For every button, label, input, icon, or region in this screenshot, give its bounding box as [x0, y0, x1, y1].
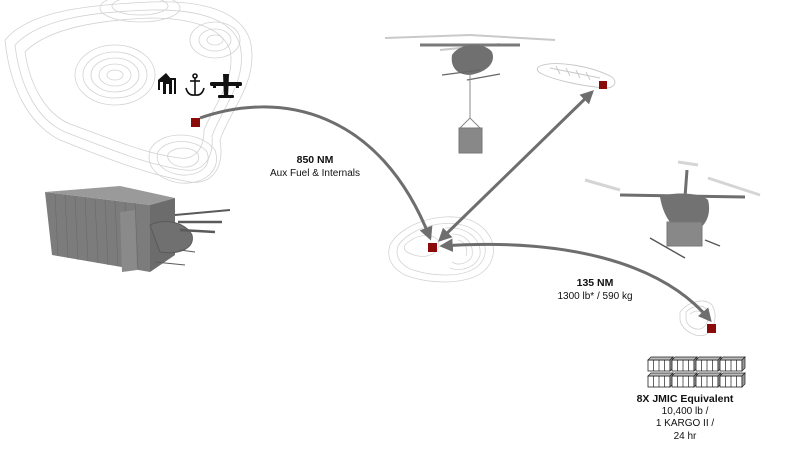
- summary-line-time: 24 hr: [673, 430, 697, 442]
- origin-icons: [158, 73, 242, 98]
- route-arrows: [199, 90, 712, 323]
- helicopter-sling-load: [384, 34, 556, 154]
- origin-terrain: [4, 0, 253, 184]
- jmic-crate: [719, 372, 746, 388]
- jmic-crates: [647, 356, 746, 388]
- summary-line-vehicle: 1 KARGO II /: [655, 418, 715, 429]
- crane-icon: [158, 73, 176, 94]
- origin-node: [191, 118, 200, 127]
- ship-node: [599, 81, 607, 89]
- summary-title: 8X JMIC Equivalent: [636, 393, 734, 405]
- jmic-crate: [647, 372, 674, 388]
- route-850nm-detail: Aux Fuel & Internals: [269, 168, 361, 179]
- jmic-crate: [695, 356, 722, 372]
- route-135nm-label: 135 NM 1300 lb* / 590 kg: [520, 277, 670, 303]
- hub-terrain: [388, 216, 494, 283]
- jmic-crate: [671, 372, 698, 388]
- route-850nm-distance: 850 NM: [296, 154, 334, 166]
- route-ship-arrow: [438, 90, 594, 242]
- jmic-crate: [647, 356, 674, 372]
- summary-label: 8X JMIC Equivalent 10,400 lb / 1 KARGO I…: [610, 393, 760, 443]
- summary-line-weight: 10,400 lb /: [661, 405, 709, 417]
- anchor-icon: [185, 73, 205, 96]
- route-135nm-distance: 135 NM: [576, 277, 614, 289]
- jmic-crate: [671, 356, 698, 372]
- destination-node: [707, 324, 716, 333]
- jmic-crate: [695, 372, 722, 388]
- route-850nm-label: 850 NM Aux Fuel & Internals: [240, 154, 390, 180]
- route-135nm-arrow: [439, 238, 712, 323]
- hub-node: [428, 243, 437, 252]
- route-nodes: [191, 81, 716, 333]
- cargo-drone: [584, 160, 761, 259]
- route-135nm-detail: 1300 lb* / 590 kg: [557, 291, 633, 302]
- folded-aircraft: [149, 209, 231, 266]
- airplane-icon: [210, 74, 242, 98]
- route-850nm-arrow: [199, 105, 433, 241]
- jmic-crate: [719, 356, 746, 372]
